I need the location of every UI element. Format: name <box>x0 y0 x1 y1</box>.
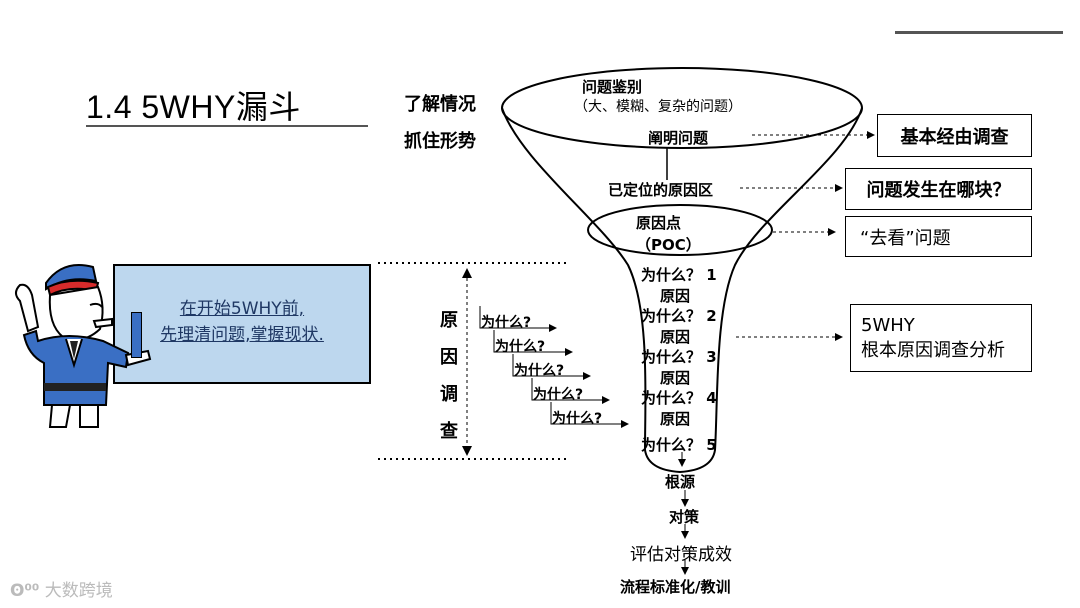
box-basic-investigation: 基本经由调查 <box>877 114 1032 157</box>
poc-line2: （POC） <box>636 236 701 254</box>
box-where-problem: 问题发生在哪块？ <box>845 168 1032 210</box>
box-go-see-text: “去看”问题 <box>860 227 951 249</box>
why-step-2: 为什么？ 2 <box>641 307 717 325</box>
box-5why-line2: 根本原因调查分析 <box>861 339 1005 361</box>
notice-text: 在开始5WHY前, 先理清问题,掌握现状. <box>115 296 369 348</box>
why-step-4: 为什么？ 4 <box>641 389 717 407</box>
referee-character-illustration <box>15 264 152 428</box>
cause-4: 原因 <box>660 410 691 428</box>
poc-line1: 原因点 <box>636 214 682 232</box>
investigation-char-1: 原 <box>440 310 458 331</box>
standardize-lessons: 流程标准化/教训 <box>620 578 731 596</box>
notice-line1: 在开始5WHY前, <box>179 299 305 319</box>
funnel-clarify: 阐明问题 <box>648 129 709 147</box>
why-step-5: 为什么？ 5 <box>641 436 717 454</box>
page-title: 1.4 5WHY漏斗 <box>86 89 301 125</box>
pointer-stick <box>131 312 142 358</box>
stair-why-5: 为什么? <box>552 411 603 427</box>
stair-why-1: 为什么? <box>481 315 532 331</box>
stair-why-4: 为什么? <box>533 387 584 403</box>
why-step-3: 为什么？ 3 <box>641 348 717 366</box>
box-go-see: “去看”问题 <box>845 216 1032 257</box>
poc-ellipse <box>587 204 773 256</box>
label-grasp: 抓住形势 <box>404 131 476 152</box>
root-cause: 根源 <box>665 473 696 491</box>
cause-1: 原因 <box>660 287 691 305</box>
box-basic-investigation-text: 基本经由调查 <box>900 126 1009 148</box>
box-5why-analysis: 5WHY 根本原因调查分析 <box>850 304 1032 372</box>
funnel-top-subtitle: （大、模糊、复杂的问题） <box>574 99 742 115</box>
stair-why-2: 为什么? <box>495 339 546 355</box>
funnel-located: 已定位的原因区 <box>608 181 714 199</box>
countermeasure: 对策 <box>669 508 700 526</box>
investigation-char-2: 因 <box>440 347 458 368</box>
brand-watermark: ʘ⁰⁰ 大数跨境 <box>10 576 113 601</box>
notice-board: 在开始5WHY前, 先理清问题,掌握现状. <box>113 264 371 384</box>
why-step-1: 为什么？ 1 <box>641 266 717 284</box>
investigation-char-4: 查 <box>440 421 458 442</box>
notice-line2: 先理清问题,掌握现状. <box>160 325 324 345</box>
stair-why-3: 为什么? <box>514 363 565 379</box>
cause-3: 原因 <box>660 369 691 387</box>
box-5why-line1: 5WHY <box>861 314 915 336</box>
top-decor-line <box>895 31 1063 34</box>
funnel-top-title: 问题鉴别 <box>582 78 643 96</box>
cause-2: 原因 <box>660 328 691 346</box>
brand-text: 大数跨境 <box>44 581 113 601</box>
title-underline <box>86 125 368 127</box>
brand-icon: ʘ⁰⁰ <box>10 581 40 601</box>
investigation-char-3: 调 <box>440 384 458 405</box>
box-where-problem-text: 问题发生在哪块？ <box>866 180 1011 201</box>
evaluate-effect: 评估对策成效 <box>630 545 732 565</box>
funnel-top-ellipse <box>501 67 863 149</box>
label-understand: 了解情况 <box>404 94 476 115</box>
